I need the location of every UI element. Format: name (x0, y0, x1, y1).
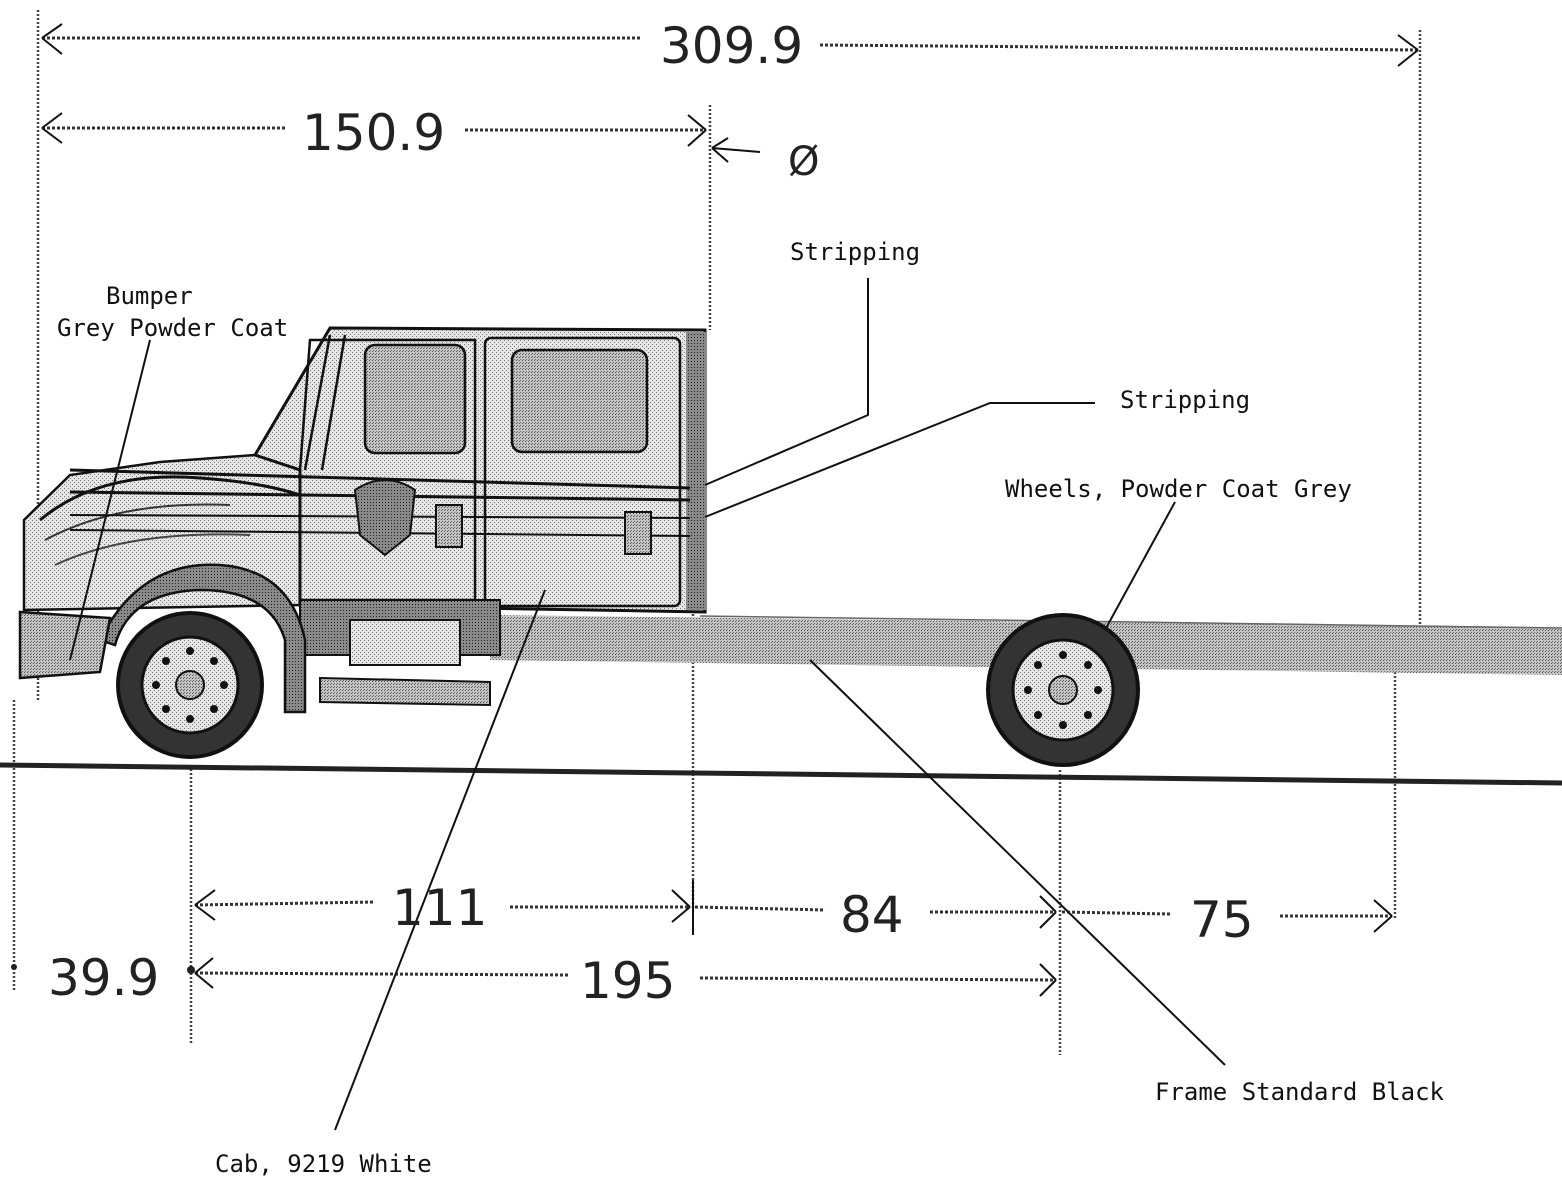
dim-front-overhang: 39.9 (48, 949, 159, 1007)
dim-overall-length: 309.9 (660, 17, 803, 75)
front-fender (98, 563, 307, 714)
dim-zero-mark: Ø (788, 139, 819, 185)
callout-labels: Bumper Grey Powder Coat Stripping Stripp… (57, 238, 1445, 1178)
front-window (363, 343, 467, 455)
rear-window (510, 348, 649, 454)
callout-bumper-line2: Grey Powder Coat (57, 314, 288, 342)
emblem-icon (353, 479, 417, 557)
front-door-handle (435, 504, 463, 548)
callout-stripping-top: Stripping (790, 238, 920, 266)
callout-leaders (69, 278, 1226, 1131)
step (349, 619, 461, 666)
callout-cab: Cab, 9219 White (215, 1150, 432, 1178)
ground-line (0, 762, 1562, 786)
dimension-lines (11, 23, 1419, 997)
dim-rear-overhang: 75 (1190, 891, 1254, 949)
callout-stripping-right: Stripping (1120, 386, 1250, 414)
dimension-labels: 309.9 150.9 Ø 39.9 111 84 75 195 (48, 17, 1254, 1010)
bumper (18, 610, 112, 680)
callout-bumper-line1: Bumper (106, 282, 193, 310)
dim-wheelbase: 195 (580, 952, 675, 1010)
rear-wheel (986, 613, 1140, 767)
callout-frame: Frame Standard Black (1155, 1078, 1445, 1106)
rear-door (483, 336, 682, 608)
rear-door-handle (624, 511, 652, 555)
dim-axle-to-cab: 111 (392, 879, 487, 937)
dim-front-to-cab: 150.9 (302, 104, 445, 162)
front-wheel (116, 611, 264, 759)
callout-wheels: Wheels, Powder Coat Grey (1005, 475, 1352, 503)
dim-cab-to-rear-axle: 84 (840, 886, 904, 944)
